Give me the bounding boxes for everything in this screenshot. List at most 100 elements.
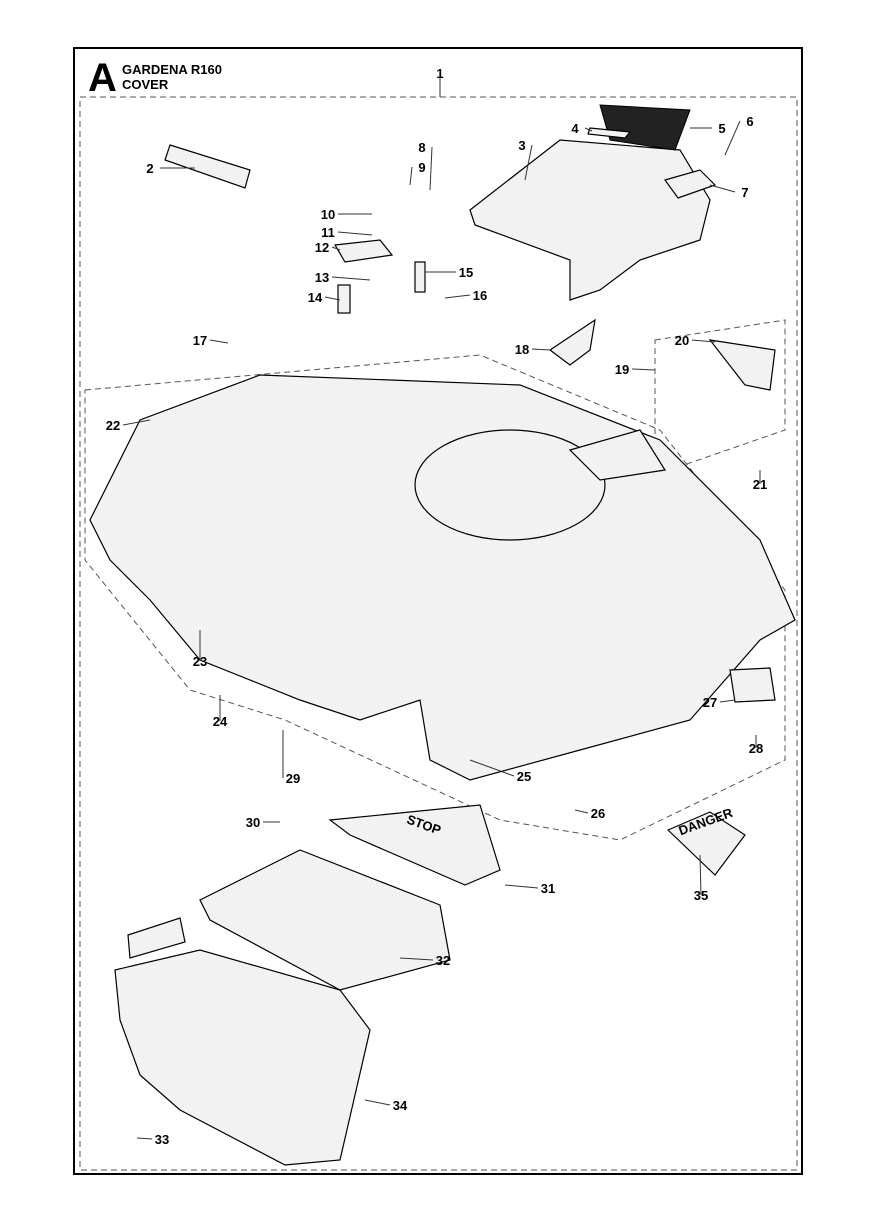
callout-number: 18 — [515, 342, 529, 357]
keypad-part — [729, 667, 776, 703]
callout-30: 30 — [246, 815, 280, 830]
callout-16: 16 — [444, 288, 487, 303]
callout-number: 29 — [286, 771, 300, 786]
callout-number: 24 — [213, 714, 228, 729]
decal-strip-part — [164, 144, 251, 189]
assembly-19-boundary — [654, 319, 786, 476]
top-cover-part — [469, 139, 711, 301]
callout-4: 4 — [571, 121, 593, 136]
callout-number: 35 — [694, 888, 708, 903]
leader-line — [504, 884, 539, 889]
callout-17: 17 — [193, 333, 229, 348]
leader-line — [399, 957, 434, 961]
callout-2: 2 — [146, 161, 195, 176]
callout-number: 1 — [436, 66, 443, 81]
leader-line — [631, 368, 656, 371]
callout-23: 23 — [193, 630, 207, 669]
leader-line — [364, 1099, 391, 1106]
callout-32: 32 — [399, 953, 450, 968]
callout-number: 10 — [321, 207, 335, 222]
leader-line — [709, 184, 736, 193]
callout-number: 13 — [315, 270, 329, 285]
callout-number: 30 — [246, 815, 260, 830]
callout-21: 21 — [753, 470, 767, 492]
callout-number: 25 — [517, 769, 531, 784]
display-label-part — [599, 104, 691, 151]
callout-7: 7 — [709, 184, 749, 200]
leader-line — [574, 809, 589, 814]
leader-line — [331, 276, 371, 281]
leader-line — [531, 348, 551, 351]
callout-number: 16 — [473, 288, 487, 303]
leader-line — [136, 1137, 153, 1140]
lower-plate-part — [199, 849, 451, 991]
callout-25: 25 — [469, 759, 531, 784]
callout-number: 12 — [315, 240, 329, 255]
callout-10: 10 — [321, 207, 372, 222]
callout-number: 6 — [746, 114, 753, 129]
callout-number: 14 — [308, 290, 323, 305]
callout-6: 6 — [724, 114, 754, 156]
callout-number: 9 — [418, 160, 425, 175]
callout-20: 20 — [675, 333, 716, 348]
callout-18: 18 — [515, 342, 551, 357]
model-name: GARDENA R160 — [122, 62, 222, 77]
callout-14: 14 — [308, 290, 341, 305]
leader-line — [331, 246, 341, 251]
callout-33: 33 — [136, 1132, 169, 1147]
leader-line — [409, 166, 413, 186]
leader-line — [584, 127, 593, 132]
callout-number: 8 — [418, 140, 425, 155]
callout-number: 31 — [541, 881, 555, 896]
callout-number: 3 — [518, 138, 525, 153]
callout-number: 4 — [571, 121, 579, 136]
callout-26: 26 — [574, 806, 605, 821]
sensor-bracket-part — [708, 339, 776, 391]
body-opening — [414, 429, 606, 541]
callout-number: 20 — [675, 333, 689, 348]
callout-12: 12 — [315, 240, 341, 255]
stop-cover-part — [328, 804, 501, 886]
callout-number: 5 — [718, 121, 725, 136]
bumper-bracket-part — [127, 917, 186, 959]
callout-8: 8 — [418, 140, 433, 191]
callout-number: 15 — [459, 265, 473, 280]
callout-number: 11 — [321, 225, 335, 240]
parts: STOP DANGER — [89, 104, 796, 1166]
assembly-boundaries — [79, 96, 798, 1171]
drawing-frame — [73, 47, 803, 1175]
clip-part — [414, 261, 426, 293]
callout-number: 7 — [741, 185, 748, 200]
leader-line — [122, 419, 151, 426]
callout-number: 26 — [591, 806, 605, 821]
callout-15: 15 — [425, 265, 473, 280]
callout-19: 19 — [615, 362, 656, 377]
main-body-part — [89, 374, 796, 781]
callout-35: 35 — [694, 854, 708, 903]
callout-28: 28 — [749, 735, 763, 756]
leader-line — [324, 296, 341, 301]
callout-9: 9 — [409, 160, 426, 186]
callout-3: 3 — [518, 138, 533, 181]
leader-line — [691, 339, 716, 343]
logo-part — [587, 127, 632, 139]
leader-line — [429, 146, 433, 191]
leader-line — [724, 120, 741, 156]
callout-1: 1 — [436, 66, 444, 97]
callout-number: 23 — [193, 654, 207, 669]
leader-line — [469, 759, 515, 777]
callout-24: 24 — [213, 695, 228, 729]
callout-29: 29 — [282, 730, 300, 786]
front-bumper-part — [114, 949, 371, 1166]
leader-line — [524, 144, 533, 181]
leader-line — [337, 231, 373, 236]
hinge-part — [548, 318, 596, 366]
spring-part — [337, 284, 351, 314]
callout-31: 31 — [504, 881, 555, 896]
leader-line — [699, 854, 702, 896]
callout-34: 34 — [364, 1098, 408, 1113]
callout-13: 13 — [315, 270, 371, 285]
callout-number: 27 — [703, 695, 717, 710]
